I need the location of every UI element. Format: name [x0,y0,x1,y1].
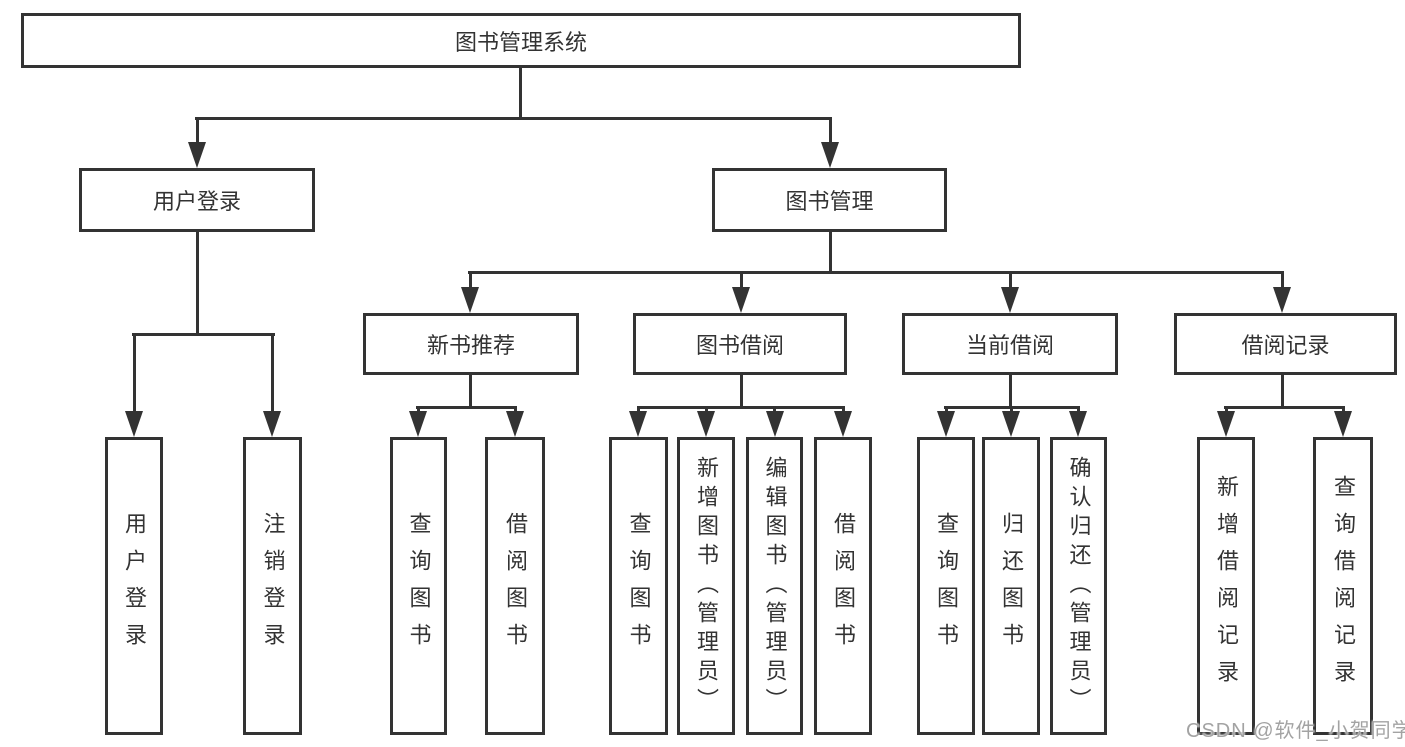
leaf-current-query-books: 查询图书 [917,437,975,735]
connector-line [1342,406,1345,413]
arrow-down-icon [263,411,281,437]
leaf-borrowing-borrow-books: 借阅图书 [814,437,872,735]
connector-line [829,230,832,274]
connector-line [519,66,522,120]
connector-line [468,271,1284,274]
leaf-edit-books-admin: 编辑图书（管理员） [746,437,803,735]
leaf-query-borrow-record: 查询借阅记录 [1313,437,1373,735]
leaf-label: 新增图书（管理员） [694,455,719,717]
watermark: CSDN @软件_小贺同学 [1186,720,1405,742]
connector-line [829,117,832,144]
leaf-label: 编辑图书（管理员） [762,455,788,717]
arrow-down-icon [937,411,955,437]
connector-line [773,406,776,413]
connector-line [416,406,517,409]
leaf-label: 查询借阅记录 [1331,475,1356,697]
node-root: 图书管理系统 [21,13,1021,68]
connector-line [514,406,517,413]
connector-line [637,406,845,409]
arrow-down-icon [1002,411,1020,437]
connector-line [469,271,472,289]
node-label: 当前借阅 [965,333,1054,358]
leaf-user-login: 用户登录 [105,437,163,735]
leaf-label: 新增借阅记录 [1214,475,1239,697]
leaf-label: 借阅图书 [503,512,528,660]
leaf-label: 注销登录 [260,512,286,660]
node-label: 图书借阅 [695,333,784,358]
connector-line [469,373,472,409]
arrow-down-icon [506,411,524,437]
node-label: 借阅记录 [1241,333,1330,358]
node-book-borrowing: 图书借阅 [633,313,847,375]
leaf-label: 查询图书 [406,512,432,660]
arrow-down-icon [461,287,479,313]
connector-line [1225,406,1228,413]
connector-line [195,117,832,120]
connector-line [196,230,199,335]
arrow-down-icon [409,411,427,437]
connector-line [1077,406,1080,413]
connector-line [133,333,136,411]
arrow-down-icon [732,287,750,313]
leaf-label: 确认归还（管理员） [1066,455,1092,717]
arrow-down-icon [766,411,784,437]
connector-line [1009,271,1012,289]
node-current-borrowing: 当前借阅 [902,313,1118,375]
connector-line [842,406,845,413]
arrow-down-icon [697,411,715,437]
leaf-confirm-return-admin: 确认归还（管理员） [1050,437,1107,735]
connector-line [132,333,275,336]
node-label: 用户登录 [152,189,241,214]
connector-line [1009,373,1012,409]
node-label: 图书管理系统 [454,29,587,55]
node-label: 新书推荐 [426,333,515,358]
connector-line [196,117,199,144]
arrow-down-icon [125,411,143,437]
leaf-return-books: 归还图书 [982,437,1040,735]
connector-line [705,406,708,413]
leaf-borrowing-query-books: 查询图书 [609,437,668,735]
connector-line [945,406,948,413]
leaf-logout: 注销登录 [243,437,302,735]
connector-line [1224,406,1345,409]
leaf-add-books-admin: 新增图书（管理员） [677,437,735,735]
connector-line [417,406,420,413]
arrow-down-icon [821,142,839,168]
connector-line [944,406,1080,409]
connector-line [740,373,743,409]
node-borrowing-records: 借阅记录 [1174,313,1397,375]
leaf-label: 借阅图书 [831,512,856,660]
node-user-login-branch: 用户登录 [79,168,315,232]
leaf-add-borrow-record: 新增借阅记录 [1197,437,1255,735]
connector-line [1281,271,1284,289]
connector-line [1281,373,1284,409]
leaf-recommend-query-books: 查询图书 [390,437,447,735]
connector-line [1010,406,1013,413]
node-book-management: 图书管理 [712,168,947,232]
leaf-label: 用户登录 [122,512,147,660]
arrow-down-icon [1217,411,1235,437]
leaf-recommend-borrow-books: 借阅图书 [485,437,545,735]
arrow-down-icon [1001,287,1019,313]
arrow-down-icon [834,411,852,437]
connector-line [740,271,743,289]
arrow-down-icon [1069,411,1087,437]
arrow-down-icon [1273,287,1291,313]
node-label: 图书管理 [785,189,874,214]
arrow-down-icon [1334,411,1352,437]
leaf-label: 查询图书 [934,512,959,660]
connector-line [271,333,274,411]
arrow-down-icon [188,142,206,168]
connector-line [637,406,640,413]
arrow-down-icon [629,411,647,437]
node-new-book-recommend: 新书推荐 [363,313,579,375]
leaf-label: 查询图书 [626,512,652,660]
leaf-label: 归还图书 [999,512,1024,660]
